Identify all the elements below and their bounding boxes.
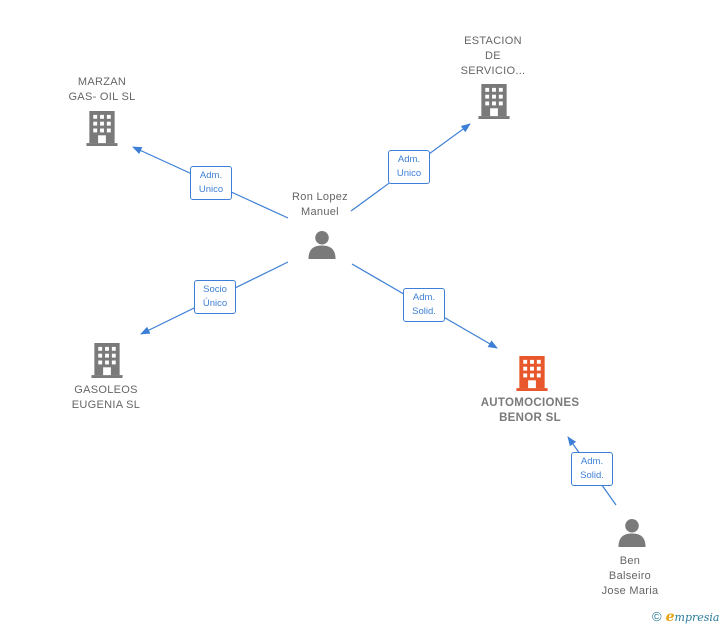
copyright-icon: © <box>652 609 662 624</box>
edge-label-line: Único <box>202 298 228 309</box>
edge-label-line: Adm. <box>412 292 436 303</box>
empresia-brand[interactable]: ©empresia <box>652 609 719 625</box>
node-label-line: Ben <box>619 555 641 567</box>
person-icon[interactable] <box>618 518 646 547</box>
edge-label-ron-marzan[interactable]: Adm. Unico <box>190 166 232 200</box>
node-label-gasoleos[interactable]: GASOLEOS EUGENIA SL <box>72 383 140 413</box>
node-label-line: GASOLEOS <box>74 384 138 396</box>
edge-label-line: Solid. <box>412 306 436 317</box>
node-label-line: SERVICIO... <box>460 65 526 77</box>
node-label-line: MARZAN <box>77 76 127 88</box>
node-label-line: Balseiro <box>608 570 652 582</box>
edge-label-ron-automociones[interactable]: Adm. Solid. <box>403 288 445 322</box>
edge-label-ron-estacion[interactable]: Adm. Unico <box>388 150 430 184</box>
node-label-line: BENOR SL <box>499 412 561 424</box>
building-icon[interactable] <box>516 356 548 391</box>
building-icon[interactable] <box>91 343 123 378</box>
edge-label-ben-automociones[interactable]: Adm. Solid. <box>571 452 613 486</box>
node-label-line: GAS- OIL SL <box>68 91 136 103</box>
person-icon[interactable] <box>308 230 336 259</box>
edge-label-line: Adm. <box>199 170 223 181</box>
node-label-line: DE <box>485 50 501 62</box>
brand-initial: e <box>665 609 675 625</box>
node-label-line: ESTACION <box>464 35 522 47</box>
edge-label-line: Unico <box>198 184 224 195</box>
brand-name: mpresia <box>674 611 720 624</box>
node-label-estacion[interactable]: ESTACION DE SERVICIO... <box>461 34 526 79</box>
building-icon[interactable] <box>86 111 118 146</box>
node-label-ben[interactable]: Ben Balseiro Jose Maria <box>602 554 659 599</box>
node-label-line: EUGENIA SL <box>71 399 141 411</box>
edge-label-line: Socio <box>203 284 227 295</box>
node-label-automociones[interactable]: AUTOMOCIONES BENOR SL <box>481 396 580 426</box>
edge-label-line: Adm. <box>580 456 604 467</box>
edge-label-line: Adm. <box>397 154 421 165</box>
edge-label-ron-gasoleos[interactable]: Socio Único <box>194 280 236 314</box>
edge-label-line: Solid. <box>580 470 604 481</box>
node-label-ron[interactable]: Ron Lopez Manuel <box>292 190 348 220</box>
building-icon[interactable] <box>478 84 510 119</box>
edge-label-line: Unico <box>396 168 422 179</box>
node-label-line: Manuel <box>301 206 339 218</box>
node-label-line: AUTOMOCIONES <box>480 397 580 409</box>
icons-layer <box>86 84 646 547</box>
node-label-line: Ron Lopez <box>292 191 348 203</box>
node-label-marzan[interactable]: MARZAN GAS- OIL SL <box>68 75 135 105</box>
node-label-line: Jose Maria <box>601 585 659 597</box>
